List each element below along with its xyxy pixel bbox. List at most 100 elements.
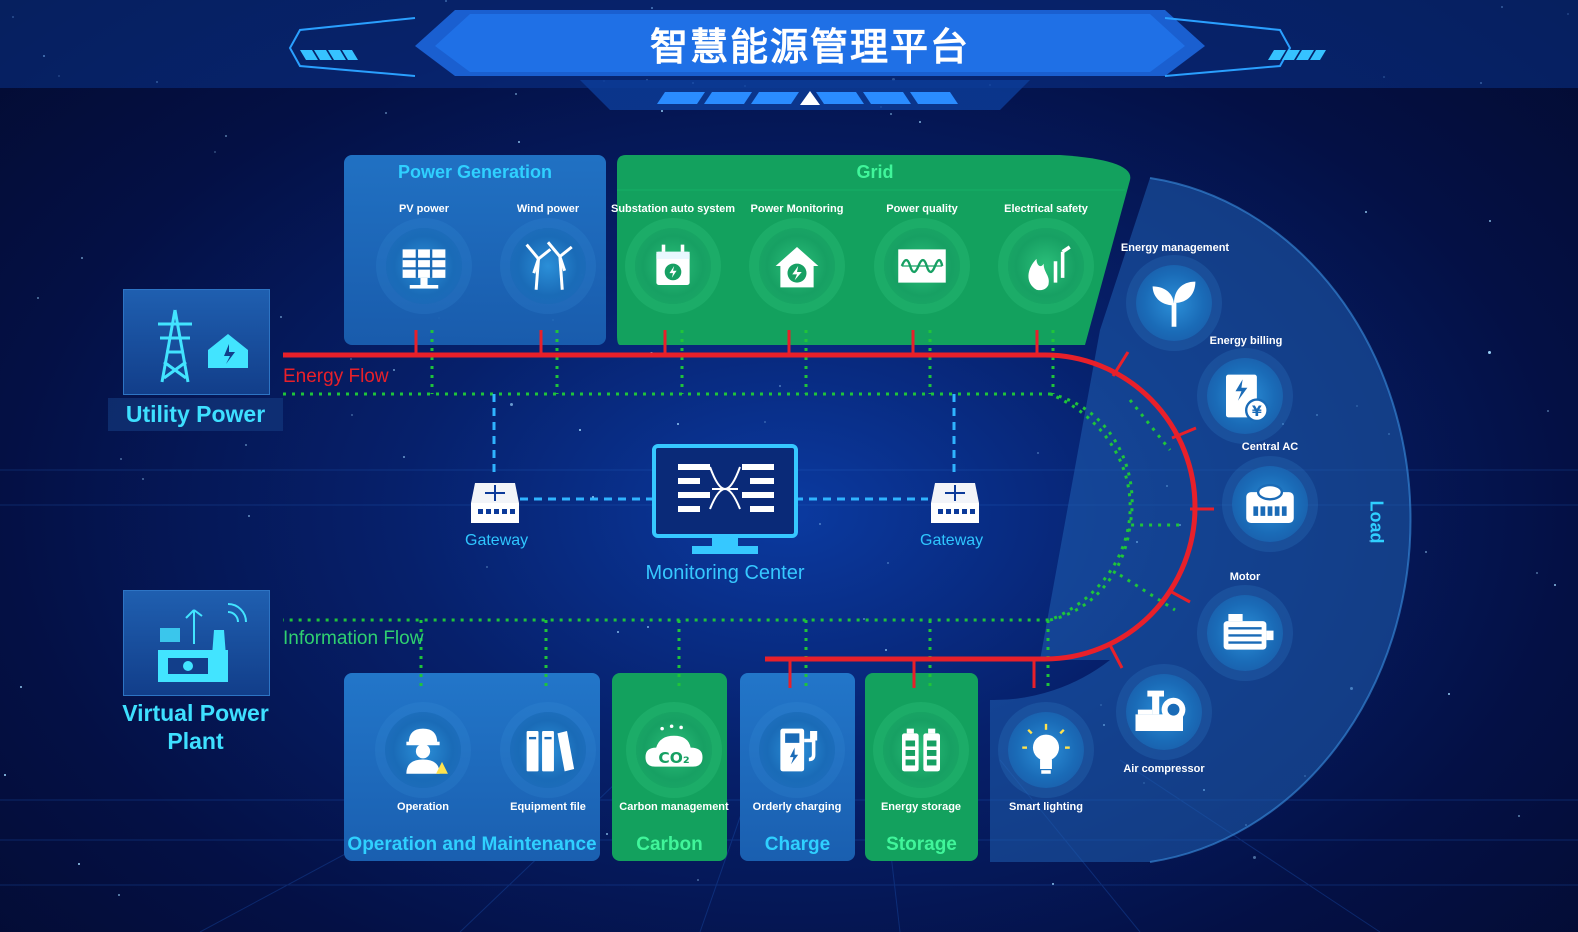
gateway-right-label: Gateway: [920, 532, 984, 549]
battery-icon: [902, 728, 940, 772]
star: [1037, 452, 1039, 454]
star: [445, 0, 447, 2]
co2-cloud-icon: CO₂: [645, 724, 703, 767]
header-frame: [0, 0, 1578, 110]
star: [518, 141, 520, 143]
utility-power-label: Utility Power: [108, 398, 283, 431]
star: [1480, 82, 1482, 84]
fire-icon: [1028, 245, 1071, 291]
carbon-title: Carbon: [636, 834, 703, 855]
fire-item[interactable]: [1008, 228, 1084, 304]
star: [1448, 693, 1450, 695]
worker-label: Operation: [397, 801, 449, 813]
star: [1554, 584, 1556, 586]
waveform-item[interactable]: [884, 228, 960, 304]
wind-turbine-label: Wind power: [516, 203, 580, 215]
house-lightning-icon: [775, 247, 819, 288]
motor-icon: [1223, 614, 1274, 650]
star: [1518, 815, 1520, 817]
star: [510, 403, 513, 406]
compressor-item[interactable]: [1126, 674, 1202, 750]
star: [225, 135, 227, 137]
star: [385, 112, 387, 114]
star: [1253, 856, 1256, 859]
ac-unit-icon: [1246, 483, 1294, 523]
star: [4, 774, 6, 776]
star: [651, 7, 653, 9]
motor-label: Motor: [1229, 571, 1261, 583]
gateway-left-icon: [471, 483, 519, 523]
information-flow-label: Information Flow: [283, 628, 424, 649]
star: [58, 75, 60, 77]
gateway-left-label: Gateway: [465, 532, 529, 549]
star: [350, 358, 352, 360]
substation-label: Substation auto system: [611, 203, 736, 215]
star: [393, 369, 395, 371]
star: [214, 151, 216, 153]
star: [697, 879, 699, 881]
page-title: 智慧能源管理平台: [649, 27, 970, 69]
star: [617, 631, 619, 633]
star: [20, 686, 22, 688]
power-plant-icon: [158, 603, 247, 682]
compressor-label: Air compressor: [1123, 763, 1205, 775]
star: [486, 566, 488, 568]
gateway-right-icon: [931, 483, 979, 523]
charge-title: Charge: [764, 834, 831, 855]
star: [1567, 13, 1569, 15]
star: [515, 93, 517, 95]
star: [280, 316, 282, 318]
star: [118, 894, 120, 896]
billing-label: Energy billing: [1209, 335, 1283, 347]
solar-panel-label: PV power: [398, 203, 450, 215]
star: [1365, 211, 1367, 213]
battery-item[interactable]: [883, 712, 959, 788]
house-lightning-item[interactable]: [759, 228, 835, 304]
star: [156, 81, 158, 83]
substation-item[interactable]: [635, 228, 711, 304]
co2-cloud-item[interactable]: CO₂: [636, 712, 712, 788]
worker-icon: [406, 728, 448, 774]
storage-title: Storage: [886, 834, 957, 855]
star: [1425, 551, 1427, 553]
utility-power-box: [123, 289, 270, 395]
charger-item[interactable]: [759, 712, 835, 788]
star: [579, 429, 581, 431]
charger-label: Orderly charging: [752, 801, 842, 813]
house-lightning-label: Power Monitoring: [750, 203, 844, 215]
billing-item[interactable]: ¥: [1207, 358, 1283, 434]
star: [606, 833, 608, 835]
bulb-icon: [1022, 723, 1070, 774]
star: [43, 55, 45, 57]
om-title: Operation and Maintenance: [347, 834, 597, 855]
vpp-label-line1: Virtual Power: [122, 700, 269, 726]
sprout-item[interactable]: [1136, 265, 1212, 341]
worker-item[interactable]: [385, 712, 461, 788]
waveform-label: Power quality: [886, 203, 958, 215]
co2-cloud-label: Carbon management: [619, 801, 729, 813]
star: [245, 444, 247, 446]
solar-panel-item[interactable]: [386, 228, 462, 304]
svg-text:¥: ¥: [1252, 404, 1262, 420]
bulb-item[interactable]: [1008, 712, 1084, 788]
star: [647, 626, 649, 628]
star: [1383, 76, 1385, 78]
ac-unit-item[interactable]: [1232, 466, 1308, 542]
monitoring-center-label: Monitoring Center: [645, 562, 805, 584]
files-item[interactable]: [510, 712, 586, 788]
wind-turbine-item[interactable]: [510, 228, 586, 304]
star: [248, 515, 250, 517]
star: [351, 414, 353, 416]
star: [1501, 6, 1503, 8]
star: [887, 562, 889, 564]
star: [863, 618, 865, 620]
star: [1488, 351, 1491, 354]
sprout-label: Energy management: [1120, 242, 1230, 254]
solar-panel-icon: [402, 249, 446, 289]
energy-flow-label: Energy Flow: [283, 366, 389, 387]
motor-item[interactable]: [1207, 595, 1283, 671]
star: [885, 649, 887, 651]
star: [120, 458, 122, 460]
